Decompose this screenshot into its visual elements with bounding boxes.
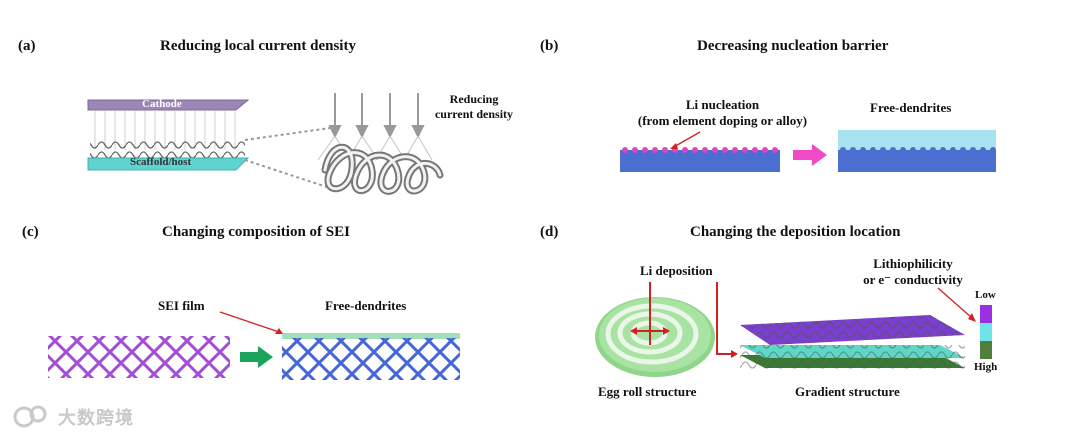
substrate-left: [620, 150, 780, 172]
free-dendrites-label-b: Free-dendrites: [870, 100, 952, 115]
nucleation-label: Li nucleation (from element doping or al…: [610, 97, 835, 129]
free-dendrites-label-c: Free-dendrites: [325, 298, 407, 313]
note-line-2: current density: [434, 107, 514, 121]
gradient-stack: [740, 315, 965, 369]
sei-film-layer: [282, 333, 460, 339]
panel-b-label: (b): [540, 38, 559, 54]
current-arrows: [328, 93, 425, 139]
panel-a-label: (a): [18, 38, 36, 54]
lithiophilicity-label: Lithiophilicity or e⁻ conductivity: [858, 256, 968, 288]
watermark: 大数跨境: [10, 404, 134, 430]
blue-mesh: [282, 338, 460, 380]
philicity-line-2: or e⁻ conductivity: [863, 272, 963, 287]
panel-b-title: Decreasing nucleation barrier: [697, 38, 889, 54]
substrate-right: [838, 150, 996, 172]
note-line-1: Reducing: [449, 92, 499, 106]
cathode-plate: [87, 99, 250, 111]
scale-mid: [980, 323, 992, 341]
panel-d-label: (d): [540, 224, 559, 240]
curly-wire-layer: [90, 140, 245, 160]
cathode-label: Cathode: [142, 98, 182, 110]
scaffold-plate: [87, 157, 250, 171]
nucleation-line-1: Li nucleation: [685, 97, 760, 112]
egg-roll: [595, 297, 715, 377]
philicity-line-1: Lithiophilicity: [873, 256, 953, 271]
nucleation-line-2: (from element doping or alloy): [637, 113, 808, 128]
watermark-text: 大数跨境: [58, 408, 134, 429]
egg-roll-label: Egg roll structure: [598, 384, 697, 399]
purple-mesh: [48, 336, 230, 378]
panel-b-graphic: [620, 130, 996, 172]
free-layer: [838, 130, 996, 152]
current-density-note: Reducing current density: [426, 92, 522, 122]
green-arrow: [240, 346, 273, 368]
panel-a-title: Reducing local current density: [160, 38, 356, 54]
panel-d-title: Changing the deposition location: [690, 224, 901, 240]
li-deposition-label: Li deposition: [640, 263, 713, 278]
sei-film-label: SEI film: [158, 298, 205, 313]
scale-low-label: Low: [975, 289, 996, 301]
panel-a-graphic: [87, 93, 444, 195]
panel-c-graphic: [48, 311, 460, 380]
watermark-logo-icon: [13, 405, 47, 428]
scale-low: [980, 305, 992, 323]
coil-spring: [321, 143, 444, 195]
scale-high-label: High: [974, 361, 998, 373]
panel-c-title: Changing composition of SEI: [162, 224, 350, 240]
gradient-structure-label: Gradient structure: [795, 384, 900, 399]
scale-high: [980, 341, 992, 359]
pink-arrow: [793, 144, 827, 166]
panel-d-graphic: [595, 282, 992, 377]
panel-c-label: (c): [22, 224, 39, 240]
li-nuclei: [622, 147, 778, 153]
scaffold-label: Scaffold/host: [130, 156, 192, 168]
